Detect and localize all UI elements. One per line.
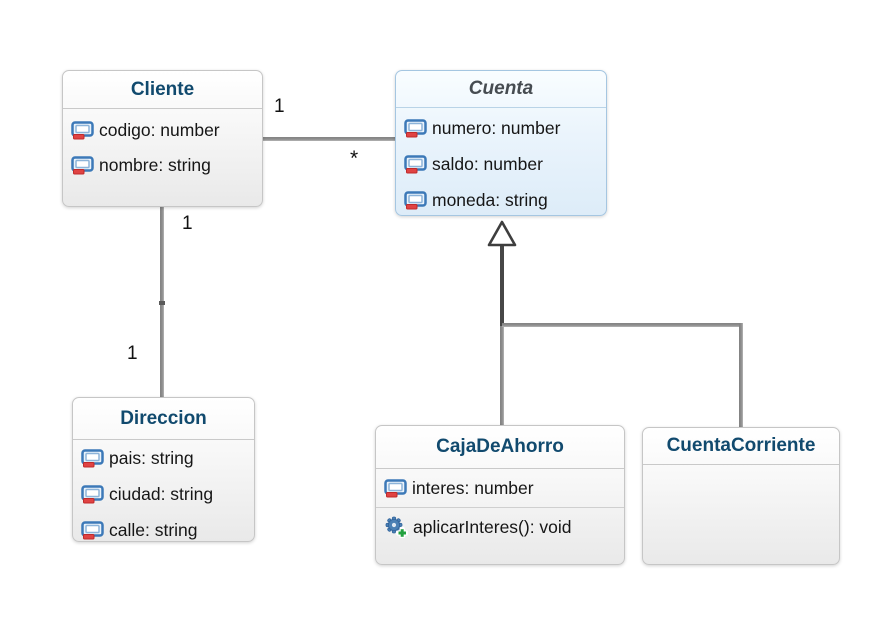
association-waypoint[interactable] [159,301,165,305]
attribute-text: numero: number [432,117,561,138]
method-text: aplicarInteres(): void [413,516,572,537]
attribute-row[interactable]: nombre: string [63,148,262,183]
class-cliente-title: Cliente [63,71,262,109]
attribute-text: calle: string [109,519,198,540]
attribute-text: nombre: string [99,155,211,175]
method-gear-icon [384,516,408,538]
attribute-icon [81,520,104,540]
generalization-arrowhead-icon [487,220,517,247]
class-cajadeahorro[interactable]: CajaDeAhorro interes: number [375,425,625,565]
attribute-row[interactable]: interes: number [376,469,624,507]
attribute-icon [71,121,94,140]
multiplicity-cliente-direccion-source: 1 [182,213,193,234]
attribute-text: moneda: string [432,189,548,210]
attribute-row[interactable]: codigo: number [63,113,262,148]
empty-class-body [643,465,839,564]
attribute-text: pais: string [109,447,194,468]
attribute-row[interactable]: pais: string [73,440,254,476]
attribute-icon [384,478,407,498]
generalization-cajadeahorro-cuenta-lower[interactable] [500,326,504,425]
class-direccion-title: Direccion [73,398,254,440]
class-cuentacorriente[interactable]: CuentaCorriente [642,427,840,565]
attribute-text: saldo: number [432,153,543,174]
attribute-icon [81,448,104,468]
attribute-icon [71,156,94,175]
generalization-cajadeahorro-cuenta-trunk[interactable] [500,245,504,326]
attribute-row[interactable]: calle: string [73,512,254,548]
multiplicity-cliente-cuenta-target: * [350,147,359,170]
generalization-cuentacorriente-branch-v[interactable] [739,323,743,427]
method-row[interactable]: aplicarInteres(): void [376,507,624,546]
attribute-row[interactable]: numero: number [396,110,606,146]
multiplicity-cliente-cuenta-source: 1 [274,96,285,117]
class-direccion[interactable]: Direccion pais: string [72,397,255,542]
attribute-text: interes: number [412,477,534,498]
attribute-row[interactable]: saldo: number [396,146,606,182]
class-cajadeahorro-title: CajaDeAhorro [376,426,624,469]
attribute-text: ciudad: string [109,483,214,504]
attribute-icon [81,484,104,504]
class-cuenta-title: Cuenta [396,71,606,108]
association-cliente-cuenta[interactable] [263,137,395,141]
attribute-icon [404,154,427,174]
attribute-row[interactable]: ciudad: string [73,476,254,512]
attribute-row[interactable]: moneda: string [396,182,606,218]
class-cuenta[interactable]: Cuenta numero: number [395,70,607,216]
class-cuentacorriente-title: CuentaCorriente [643,428,839,465]
generalization-cuentacorriente-branch-h[interactable] [502,323,743,327]
attribute-text: codigo: number [99,120,220,140]
attribute-icon [404,118,427,138]
attribute-icon [404,190,427,210]
multiplicity-cliente-direccion-target: 1 [127,343,138,364]
class-cliente[interactable]: Cliente codigo: number [62,70,263,207]
